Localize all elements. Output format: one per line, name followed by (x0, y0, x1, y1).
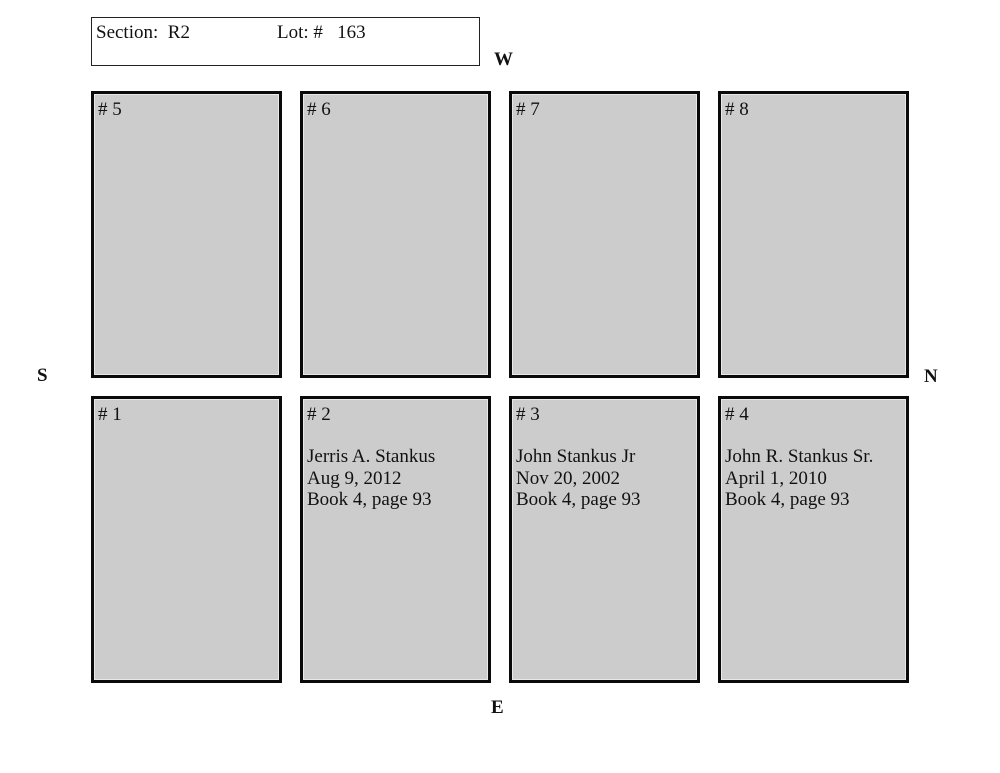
compass-north: N (924, 366, 938, 387)
plot-number: # 1 (98, 404, 122, 425)
plot-occupant-info: Jerris A. Stankus Aug 9, 2012 Book 4, pa… (307, 446, 435, 511)
plot-5: # 5 (91, 91, 282, 378)
lot-number-label: Lot: # 163 (277, 22, 366, 43)
plot-1: # 1 (91, 396, 282, 683)
plot-8: # 8 (718, 91, 909, 378)
plot-3: # 3 John Stankus Jr Nov 20, 2002 Book 4,… (509, 396, 700, 683)
plot-4: # 4 John R. Stankus Sr. April 1, 2010 Bo… (718, 396, 909, 683)
plot-2: # 2 Jerris A. Stankus Aug 9, 2012 Book 4… (300, 396, 491, 683)
occupant-name: John R. Stankus Sr. (725, 446, 874, 467)
plot-occupant-info: John Stankus Jr Nov 20, 2002 Book 4, pag… (516, 446, 641, 511)
burial-date: Nov 20, 2002 (516, 467, 620, 489)
lot-header-box: Section: R2 Lot: # 163 (91, 17, 480, 66)
plot-number: # 3 (516, 404, 540, 425)
plot-occupant-info: John R. Stankus Sr. April 1, 2010 Book 4… (725, 446, 873, 511)
occupant-name: John Stankus Jr (516, 446, 636, 467)
record-reference: Book 4, page 93 (516, 489, 641, 510)
plot-number: # 8 (725, 99, 749, 120)
plot-number: # 4 (725, 404, 749, 425)
compass-west: W (494, 49, 513, 70)
compass-east: E (491, 697, 504, 718)
burial-date: Aug 9, 2012 (307, 467, 402, 489)
record-reference: Book 4, page 93 (307, 489, 432, 510)
plot-7: # 7 (509, 91, 700, 378)
plot-6: # 6 (300, 91, 491, 378)
burial-date: April 1, 2010 (725, 467, 827, 489)
record-reference: Book 4, page 93 (725, 489, 850, 510)
compass-south: S (37, 365, 48, 386)
plot-number: # 6 (307, 99, 331, 120)
plot-number: # 2 (307, 404, 331, 425)
plot-number: # 5 (98, 99, 122, 120)
occupant-name: Jerris A. Stankus (307, 446, 436, 467)
plot-number: # 7 (516, 99, 540, 120)
section-label: Section: R2 (96, 22, 190, 43)
